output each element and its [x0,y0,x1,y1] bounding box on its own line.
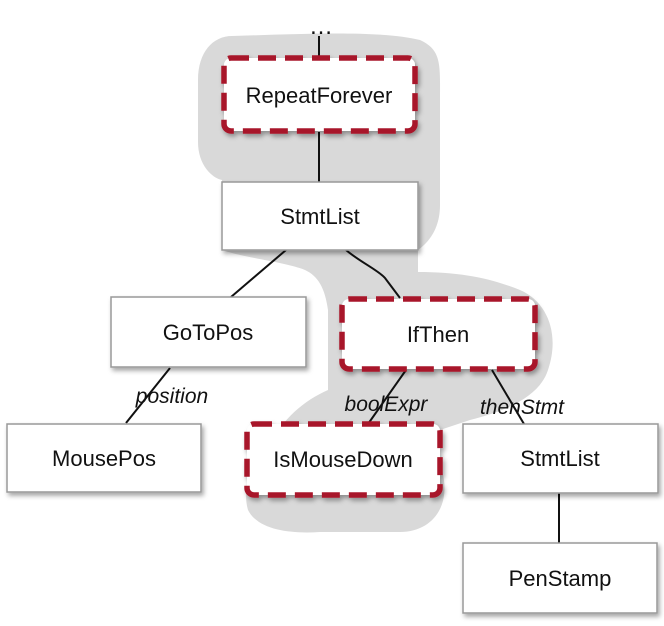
node-go-to-pos: GoToPos [110,296,307,368]
edge-label-bool-expr: boolExpr [345,393,429,416]
node-is-mouse-down: IsMouseDown [244,421,443,498]
pen-stamp-label: PenStamp [509,566,612,591]
is-mouse-down-label: IsMouseDown [273,447,412,472]
node-pen-stamp: PenStamp [462,542,658,614]
edge-ifthen-to-stmtlist [491,369,525,425]
highlight-region [198,33,553,533]
if-then-label: IfThen [407,322,469,347]
edge-stmtlist-to-gotopos [230,249,287,298]
edge-label-then-stmt: thenStmt [480,396,565,419]
node-if-then: IfThen [339,296,538,372]
node-repeat-forever: RepeatForever [221,55,418,134]
node-mouse-pos: MousePos [6,423,202,493]
edge-ifthen-to-ismousedown [367,369,407,425]
edge-stmtlist-to-ifthen [345,249,401,299]
edges [125,36,560,543]
repeat-forever-label: RepeatForever [246,83,393,108]
stmt-list-bottom-label: StmtList [520,446,599,471]
go-to-pos-label: GoToPos [163,320,254,345]
ellipsis-text: … [309,13,333,40]
mouse-pos-label: MousePos [52,446,156,471]
node-stmt-list-top: StmtList [221,181,419,251]
edge-gotopos-to-mousepos [125,367,171,424]
stmt-list-top-label: StmtList [280,204,359,229]
edge-label-position: position [135,385,208,408]
node-stmt-list-bottom: StmtList [462,423,659,494]
